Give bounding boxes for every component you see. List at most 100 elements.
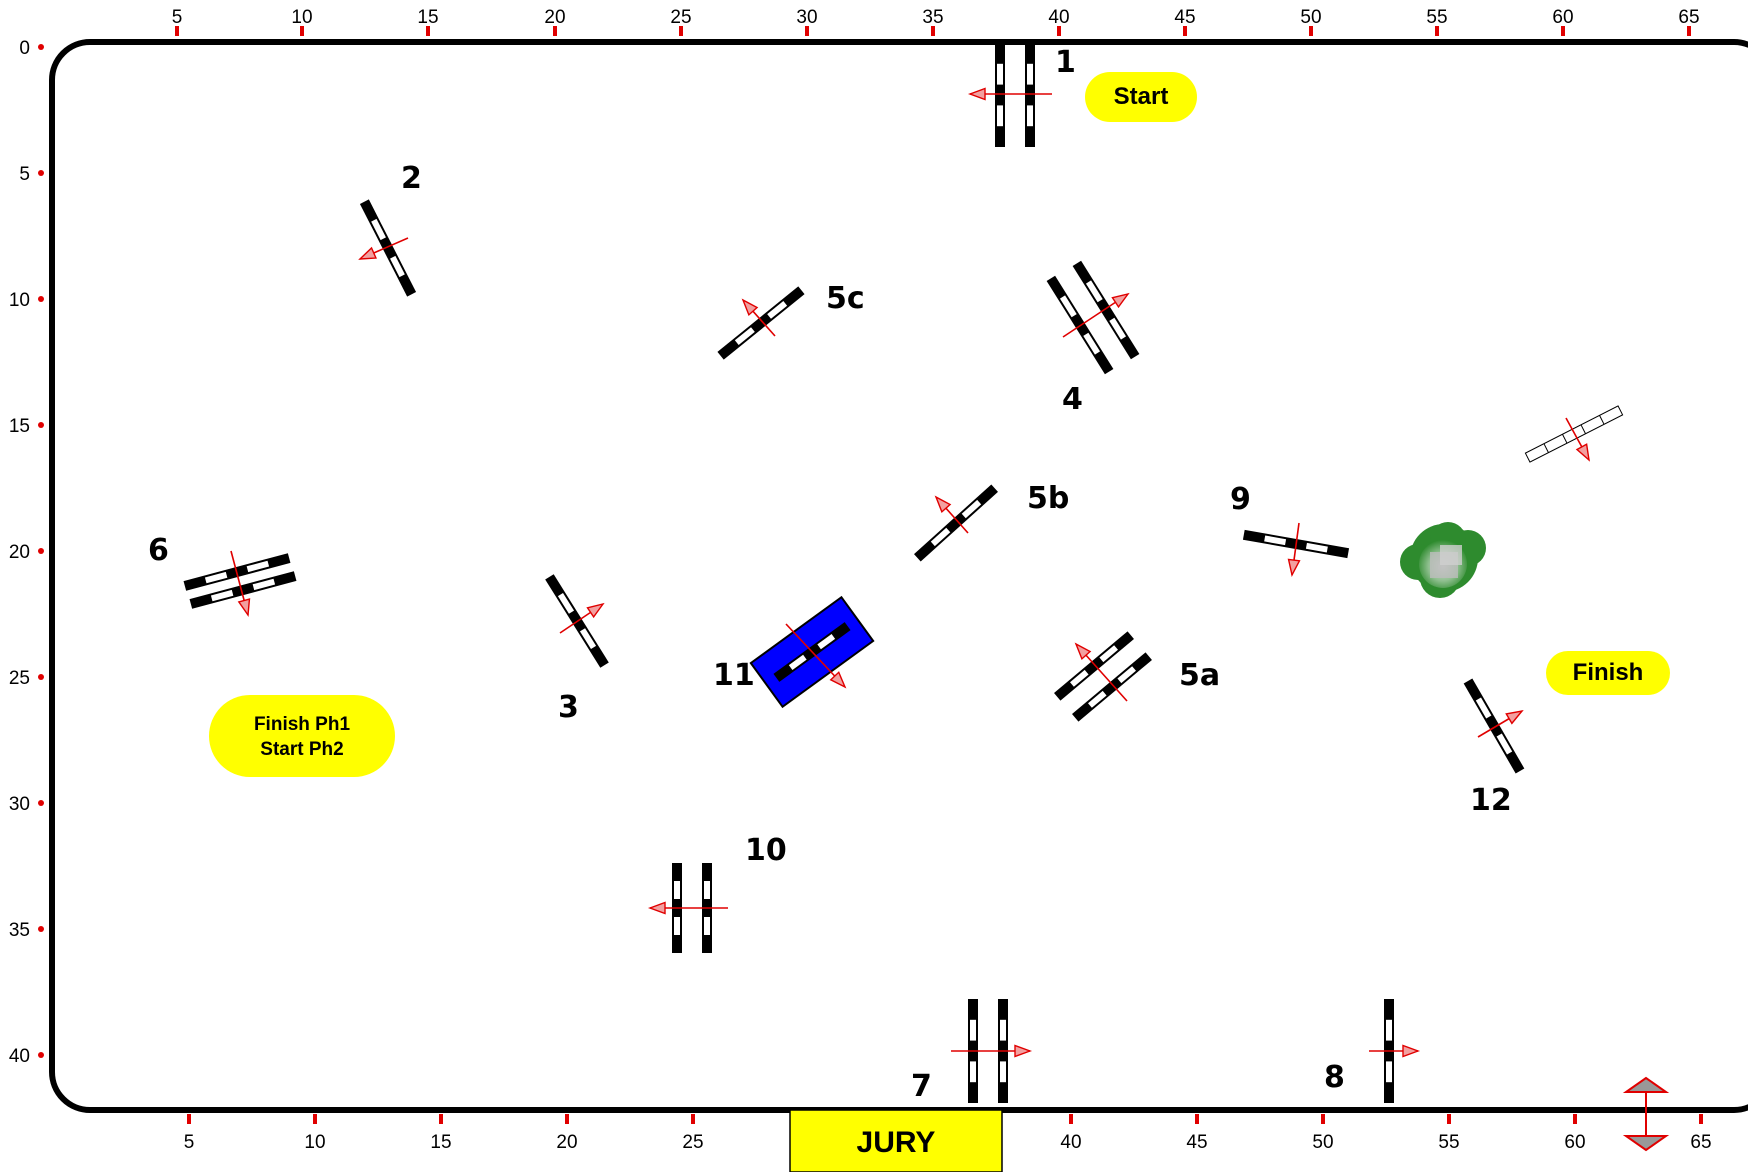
- left-ruler-label: 30: [9, 794, 30, 815]
- top-ruler-label: 35: [922, 7, 943, 28]
- arena-border: [49, 39, 1748, 1113]
- direction-arrow-icon: [559, 602, 605, 634]
- fence-pole: [1054, 631, 1134, 701]
- bottom-ruler-label: 65: [1690, 1132, 1711, 1153]
- left-ruler-label: 5: [19, 164, 30, 185]
- left-ruler-label: 20: [9, 542, 30, 563]
- fence-3: 3: [545, 574, 609, 725]
- finish-marker: Finish: [1546, 651, 1670, 695]
- fence-4: 4: [1046, 260, 1140, 417]
- fence-pole: [995, 43, 1005, 147]
- left-ruler-tick: [38, 170, 44, 176]
- bush-icon: [1400, 522, 1486, 598]
- fence-8: 8: [1324, 999, 1421, 1103]
- top-ruler-label: 60: [1552, 7, 1573, 28]
- fence-5b: 5b: [914, 481, 1069, 562]
- fence-number-label: 2: [401, 161, 422, 196]
- direction-arrow-icon: [1565, 417, 1590, 462]
- bottom-ruler-label: 25: [682, 1132, 703, 1153]
- left-ruler-label: 35: [9, 920, 30, 941]
- fence-number-label: 6: [148, 533, 169, 568]
- jury-box: JURY: [789, 1109, 1003, 1172]
- left-ruler-tick: [38, 422, 44, 428]
- left-ruler-tick: [38, 1052, 44, 1058]
- finish-label: Finish: [1573, 659, 1644, 686]
- direction-arrow-icon: [358, 237, 409, 260]
- top-ruler-label: 40: [1048, 7, 1069, 28]
- start-label: Start: [1114, 83, 1169, 110]
- fence-6: 6: [148, 533, 297, 617]
- fence-9: 9: [1230, 482, 1350, 578]
- fence-pole: [359, 199, 417, 297]
- fence-number-label: 5a: [1179, 658, 1220, 693]
- direction-arrow-icon: [967, 87, 1052, 101]
- top-ruler-label: 20: [544, 7, 565, 28]
- bottom-ruler-label: 50: [1312, 1132, 1333, 1153]
- left-ruler-label: 0: [19, 38, 30, 59]
- direction-arrow-icon: [1369, 1044, 1421, 1058]
- fence-number-label: 5b: [1027, 481, 1069, 516]
- fence-pole: [1072, 260, 1140, 360]
- bottom-ruler-label: 20: [556, 1132, 577, 1153]
- resize-arrow-icon: [1622, 1076, 1670, 1152]
- top-ruler-label: 65: [1678, 7, 1699, 28]
- jury-label: JURY: [857, 1126, 936, 1159]
- top-ruler-label: 55: [1426, 7, 1447, 28]
- left-ruler-label: 40: [9, 1046, 30, 1067]
- fence-number-label: 4: [1062, 382, 1083, 417]
- fence-number-label: 11: [713, 658, 755, 693]
- fence-11: 11: [713, 595, 875, 709]
- fence-number-label: 12: [1470, 783, 1512, 818]
- fence-5a: 5a: [1054, 631, 1220, 722]
- left-ruler-label: 10: [9, 290, 30, 311]
- top-ruler-label: 25: [670, 7, 691, 28]
- fence-1: 1: [967, 43, 1076, 147]
- bottom-ruler-label: 45: [1186, 1132, 1207, 1153]
- direction-arrow-icon: [1074, 642, 1128, 702]
- start-ph2-label: Start Ph2: [260, 739, 343, 760]
- top-ruler-label: 15: [417, 7, 438, 28]
- bottom-ruler-label: 15: [430, 1132, 451, 1153]
- fence-12: 12: [1463, 678, 1525, 818]
- direction-arrow-icon: [647, 901, 728, 915]
- left-ruler-tick: [38, 800, 44, 806]
- fence-2: 2: [358, 161, 422, 297]
- top-ruler-label: 30: [796, 7, 817, 28]
- fence-pole: [1025, 43, 1035, 147]
- fence-pole: [1463, 678, 1525, 774]
- fence-number-label: 7: [911, 1069, 932, 1104]
- direction-arrow-icon: [1477, 709, 1524, 738]
- fence-number-label: 5c: [826, 281, 865, 316]
- direction-arrow-icon: [741, 298, 776, 337]
- top-ruler-label: 5: [172, 7, 183, 28]
- fence-pole: [717, 286, 805, 360]
- fence-10: 10: [647, 833, 787, 953]
- direction-arrow-icon: [785, 623, 847, 689]
- left-ruler-label: 25: [9, 668, 30, 689]
- fence-pole: [914, 484, 998, 562]
- fence-7: 7: [911, 999, 1033, 1104]
- fence-5c: 5c: [717, 281, 865, 360]
- fence-spare: [1524, 405, 1624, 463]
- phase-change-marker: Finish Ph1 Start Ph2: [209, 695, 395, 777]
- fence-pole: [1072, 652, 1152, 722]
- bottom-ruler-label: 5: [184, 1132, 195, 1153]
- fence-number-label: 3: [558, 690, 579, 725]
- fence-pole: [189, 571, 297, 609]
- top-ruler-label: 50: [1300, 7, 1321, 28]
- direction-arrow-icon: [230, 550, 251, 617]
- fence-number-label: 9: [1230, 482, 1251, 517]
- top-ruler-label: 45: [1174, 7, 1195, 28]
- start-marker: Start: [1085, 72, 1197, 122]
- direction-arrow-icon: [1287, 522, 1301, 578]
- fence-number-label: 10: [745, 833, 787, 868]
- fence-number-label: 8: [1324, 1060, 1345, 1095]
- fence-number-label: 1: [1055, 45, 1076, 80]
- direction-arrow-icon: [934, 495, 969, 534]
- left-ruler-tick: [38, 296, 44, 302]
- bottom-ruler-label: 10: [304, 1132, 325, 1153]
- left-ruler-tick: [38, 548, 44, 554]
